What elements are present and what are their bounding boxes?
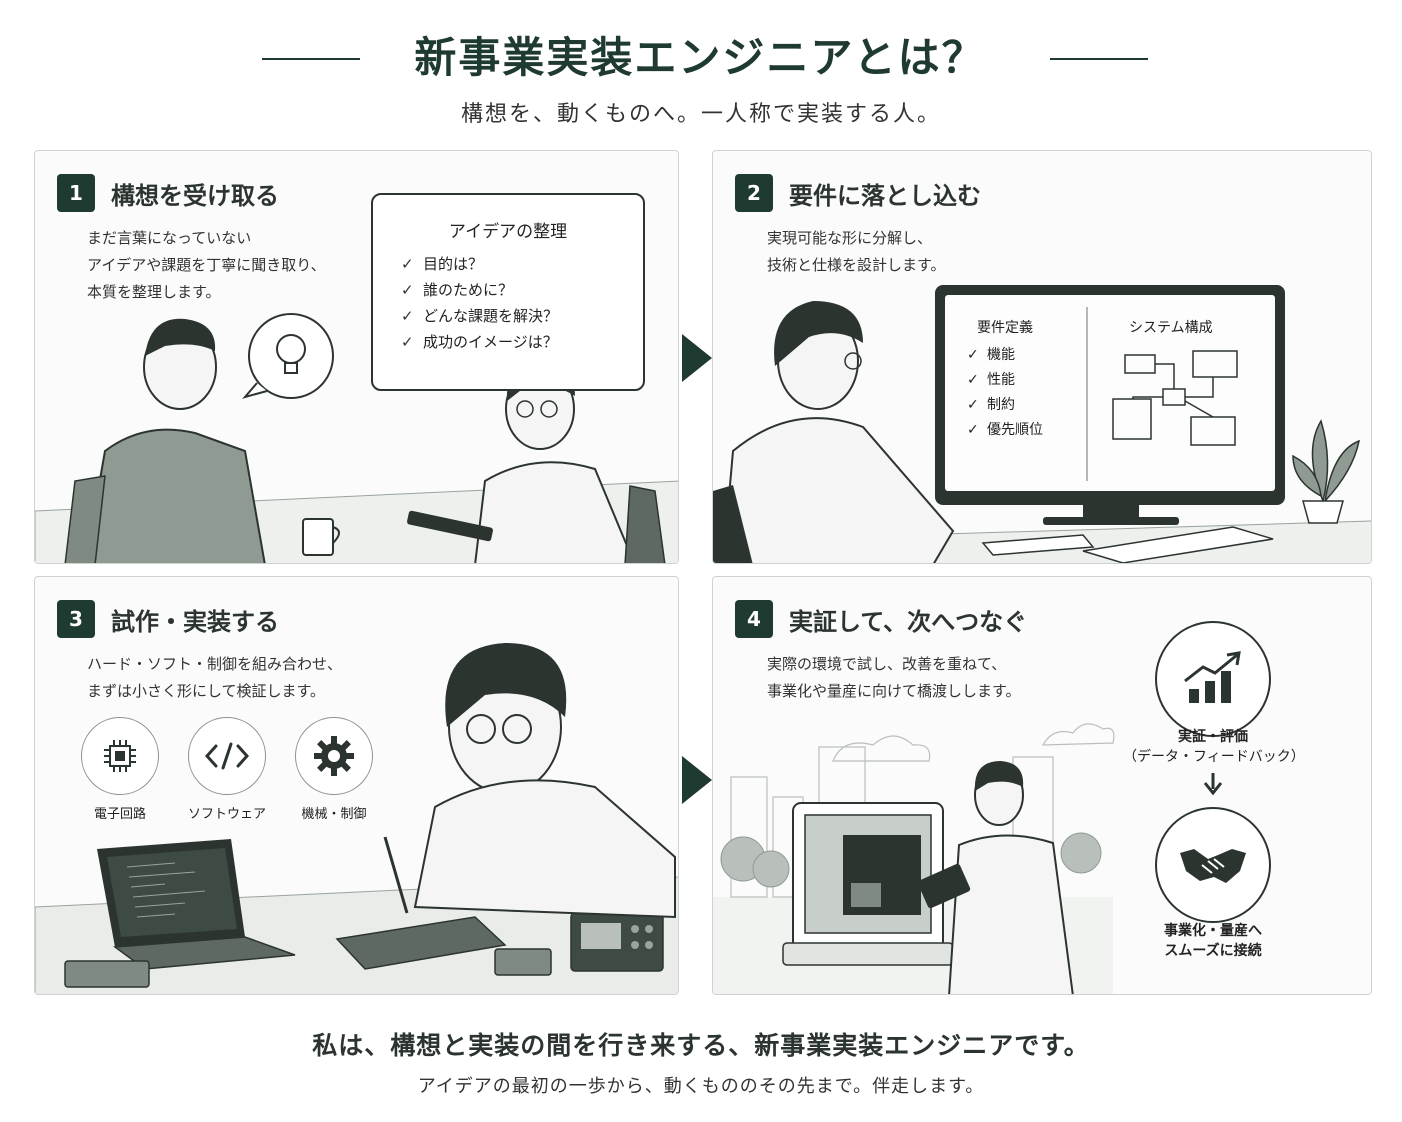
- list-item: ✓優先順位: [967, 418, 1043, 443]
- step-3-number: 3: [57, 600, 95, 638]
- step-1-number: 1: [57, 174, 95, 212]
- validation-label: 実証・評価 （データ・フィードバック）: [1123, 727, 1305, 767]
- desc-line: 技術と仕様を設計します。: [767, 256, 946, 274]
- check-icon: ✓: [967, 397, 979, 413]
- footer-statement: 私は、構想と実装の間を行き来する、新事業実装エンジニアです。: [312, 1031, 1090, 1060]
- check-icon: ✓: [401, 333, 414, 351]
- person-left-figure: [64, 318, 266, 563]
- coffee-cup-icon: [302, 518, 340, 556]
- check-icon: ✓: [401, 255, 414, 273]
- step-2-illustration: [713, 285, 1371, 563]
- list-item: ✓どんな課題を解決？: [401, 303, 558, 329]
- chip-icon: [81, 717, 159, 795]
- commercialization-label: 事業化・量産へ スムーズに接続: [1123, 921, 1303, 961]
- commercialization-title: 事業化・量産へ: [1164, 923, 1262, 939]
- desc-line: 実現可能な形に分解し、: [767, 229, 933, 247]
- person-figure: [383, 643, 676, 919]
- idea-box-title: アイデアの整理: [448, 222, 568, 242]
- step-2-number: 2: [735, 174, 773, 212]
- arrow-right-icon: [682, 756, 712, 804]
- lightbulb-icon: [242, 313, 334, 399]
- footer-tagline: アイデアの最初の一歩から、動くもののその先まで。伴走します。: [417, 1076, 985, 1097]
- desc-line: まだ言葉になっていない: [87, 229, 252, 247]
- desc-line: 本質を整理します。: [87, 283, 221, 301]
- step-1-description: まだ言葉になっていない アイデアや課題を丁寧に聞き取り、 本質を整理します。: [87, 225, 326, 306]
- step-2-panel: 2 要件に落とし込む 実現可能な形に分解し、 技術と仕様を設計します。 要件定義…: [712, 150, 1372, 564]
- step-4-header: 4 実証して、次へつなぐ: [735, 599, 1027, 639]
- step-2-title: 要件に落とし込む: [789, 181, 981, 210]
- step-4-number: 4: [735, 600, 773, 638]
- commercialization-subtitle: スムーズに接続: [1164, 943, 1262, 959]
- step-4-panel: 4 実証して、次へつなぐ 実際の環境で試し、改善を重ねて、 事業化や量産に向けて…: [712, 576, 1372, 995]
- step-1-title: 構想を受け取る: [111, 181, 279, 210]
- step-3-header: 3 試作・実装する: [57, 599, 279, 639]
- step-2-description: 実現可能な形に分解し、 技術と仕様を設計します。: [767, 225, 946, 279]
- circuit-board-icon: [335, 916, 507, 970]
- laptop-icon: [97, 839, 296, 970]
- mechanical-control-label: 機械・制御: [301, 807, 367, 822]
- desc-line: ハード・ソフト・制御を組み合わせ、: [87, 655, 343, 673]
- page-title: 新事業実装エンジニアとは？: [414, 33, 986, 82]
- idea-checklist: ✓目的は？ ✓誰のために？ ✓どんな課題を解決？ ✓成功のイメージは？: [401, 251, 558, 355]
- code-icon: [188, 717, 266, 795]
- step-1-illustration: [35, 313, 678, 563]
- 3d-printer-icon: [782, 802, 954, 966]
- step-3-panel: 3 試作・実装する ハード・ソフト・制御を組み合わせ、 まずは小さく形にして検証…: [34, 576, 679, 995]
- list-item: ✓機能: [967, 343, 1043, 368]
- list-item: ✓成功のイメージは？: [401, 329, 558, 355]
- step-3-title: 試作・実装する: [111, 607, 279, 636]
- check-icon: ✓: [967, 347, 979, 363]
- desc-line: 実際の環境で試し、改善を重ねて、: [767, 655, 1007, 673]
- check-icon: ✓: [401, 281, 414, 299]
- list-item: ✓目的は？: [401, 251, 558, 277]
- step-4-illustration: [713, 723, 1223, 994]
- check-icon: ✓: [967, 372, 979, 388]
- step-3-illustration: [35, 643, 678, 994]
- step-2-header: 2 要件に落とし込む: [735, 173, 981, 213]
- step-4-description: 実際の環境で試し、改善を重ねて、 事業化や量産に向けて橋渡しします。: [767, 651, 1021, 705]
- idea-organize-box: アイデアの整理 ✓目的は？ ✓誰のために？ ✓どんな課題を解決？ ✓成功のイメー…: [371, 193, 645, 391]
- electronics-label: 電子回路: [93, 807, 146, 822]
- handshake-icon: [1155, 807, 1271, 923]
- validation-title: 実証・評価: [1178, 729, 1248, 745]
- person-figure: [917, 761, 1074, 994]
- step-4-title: 実証して、次へつなぐ: [789, 607, 1028, 636]
- desc-line: まずは小さく形にして検証します。: [87, 682, 326, 700]
- software-label: ソフトウェア: [187, 807, 266, 822]
- growth-chart-icon: [1155, 621, 1271, 737]
- requirements-title: 要件定義: [977, 320, 1033, 336]
- title-line-right: [1050, 58, 1148, 60]
- gear-icon: [295, 717, 373, 795]
- plant-icon: [1292, 419, 1361, 524]
- step-3-description: ハード・ソフト・制御を組み合わせ、 まずは小さく形にして検証します。: [87, 651, 342, 705]
- arrow-right-icon: [682, 334, 712, 382]
- requirements-checklist: ✓機能 ✓性能 ✓制約 ✓優先順位: [967, 343, 1043, 443]
- system-architecture-title: システム構成: [1129, 320, 1213, 336]
- step-1-panel: 1 構想を受け取る まだ言葉になっていない アイデアや課題を丁寧に聞き取り、 本…: [34, 150, 679, 564]
- check-icon: ✓: [401, 307, 414, 325]
- check-icon: ✓: [967, 422, 979, 438]
- validation-subtitle: （データ・フィードバック）: [1123, 749, 1305, 765]
- list-item: ✓誰のために？: [401, 277, 558, 303]
- page-subtitle: 構想を、動くものへ。一人称で実装する人。: [460, 102, 941, 127]
- person-figure: [713, 301, 955, 563]
- title-row: 新事業実装エンジニアとは？: [0, 28, 1402, 88]
- monitor-icon: [935, 285, 1285, 525]
- desc-line: 事業化や量産に向けて橋渡しします。: [767, 682, 1021, 700]
- title-line-left: [262, 58, 360, 60]
- list-item: ✓性能: [967, 368, 1043, 393]
- list-item: ✓制約: [967, 393, 1043, 418]
- desc-line: アイデアや課題を丁寧に聞き取り、: [87, 256, 326, 274]
- step-1-header: 1 構想を受け取る: [57, 173, 279, 213]
- oscilloscope-icon: [570, 912, 664, 972]
